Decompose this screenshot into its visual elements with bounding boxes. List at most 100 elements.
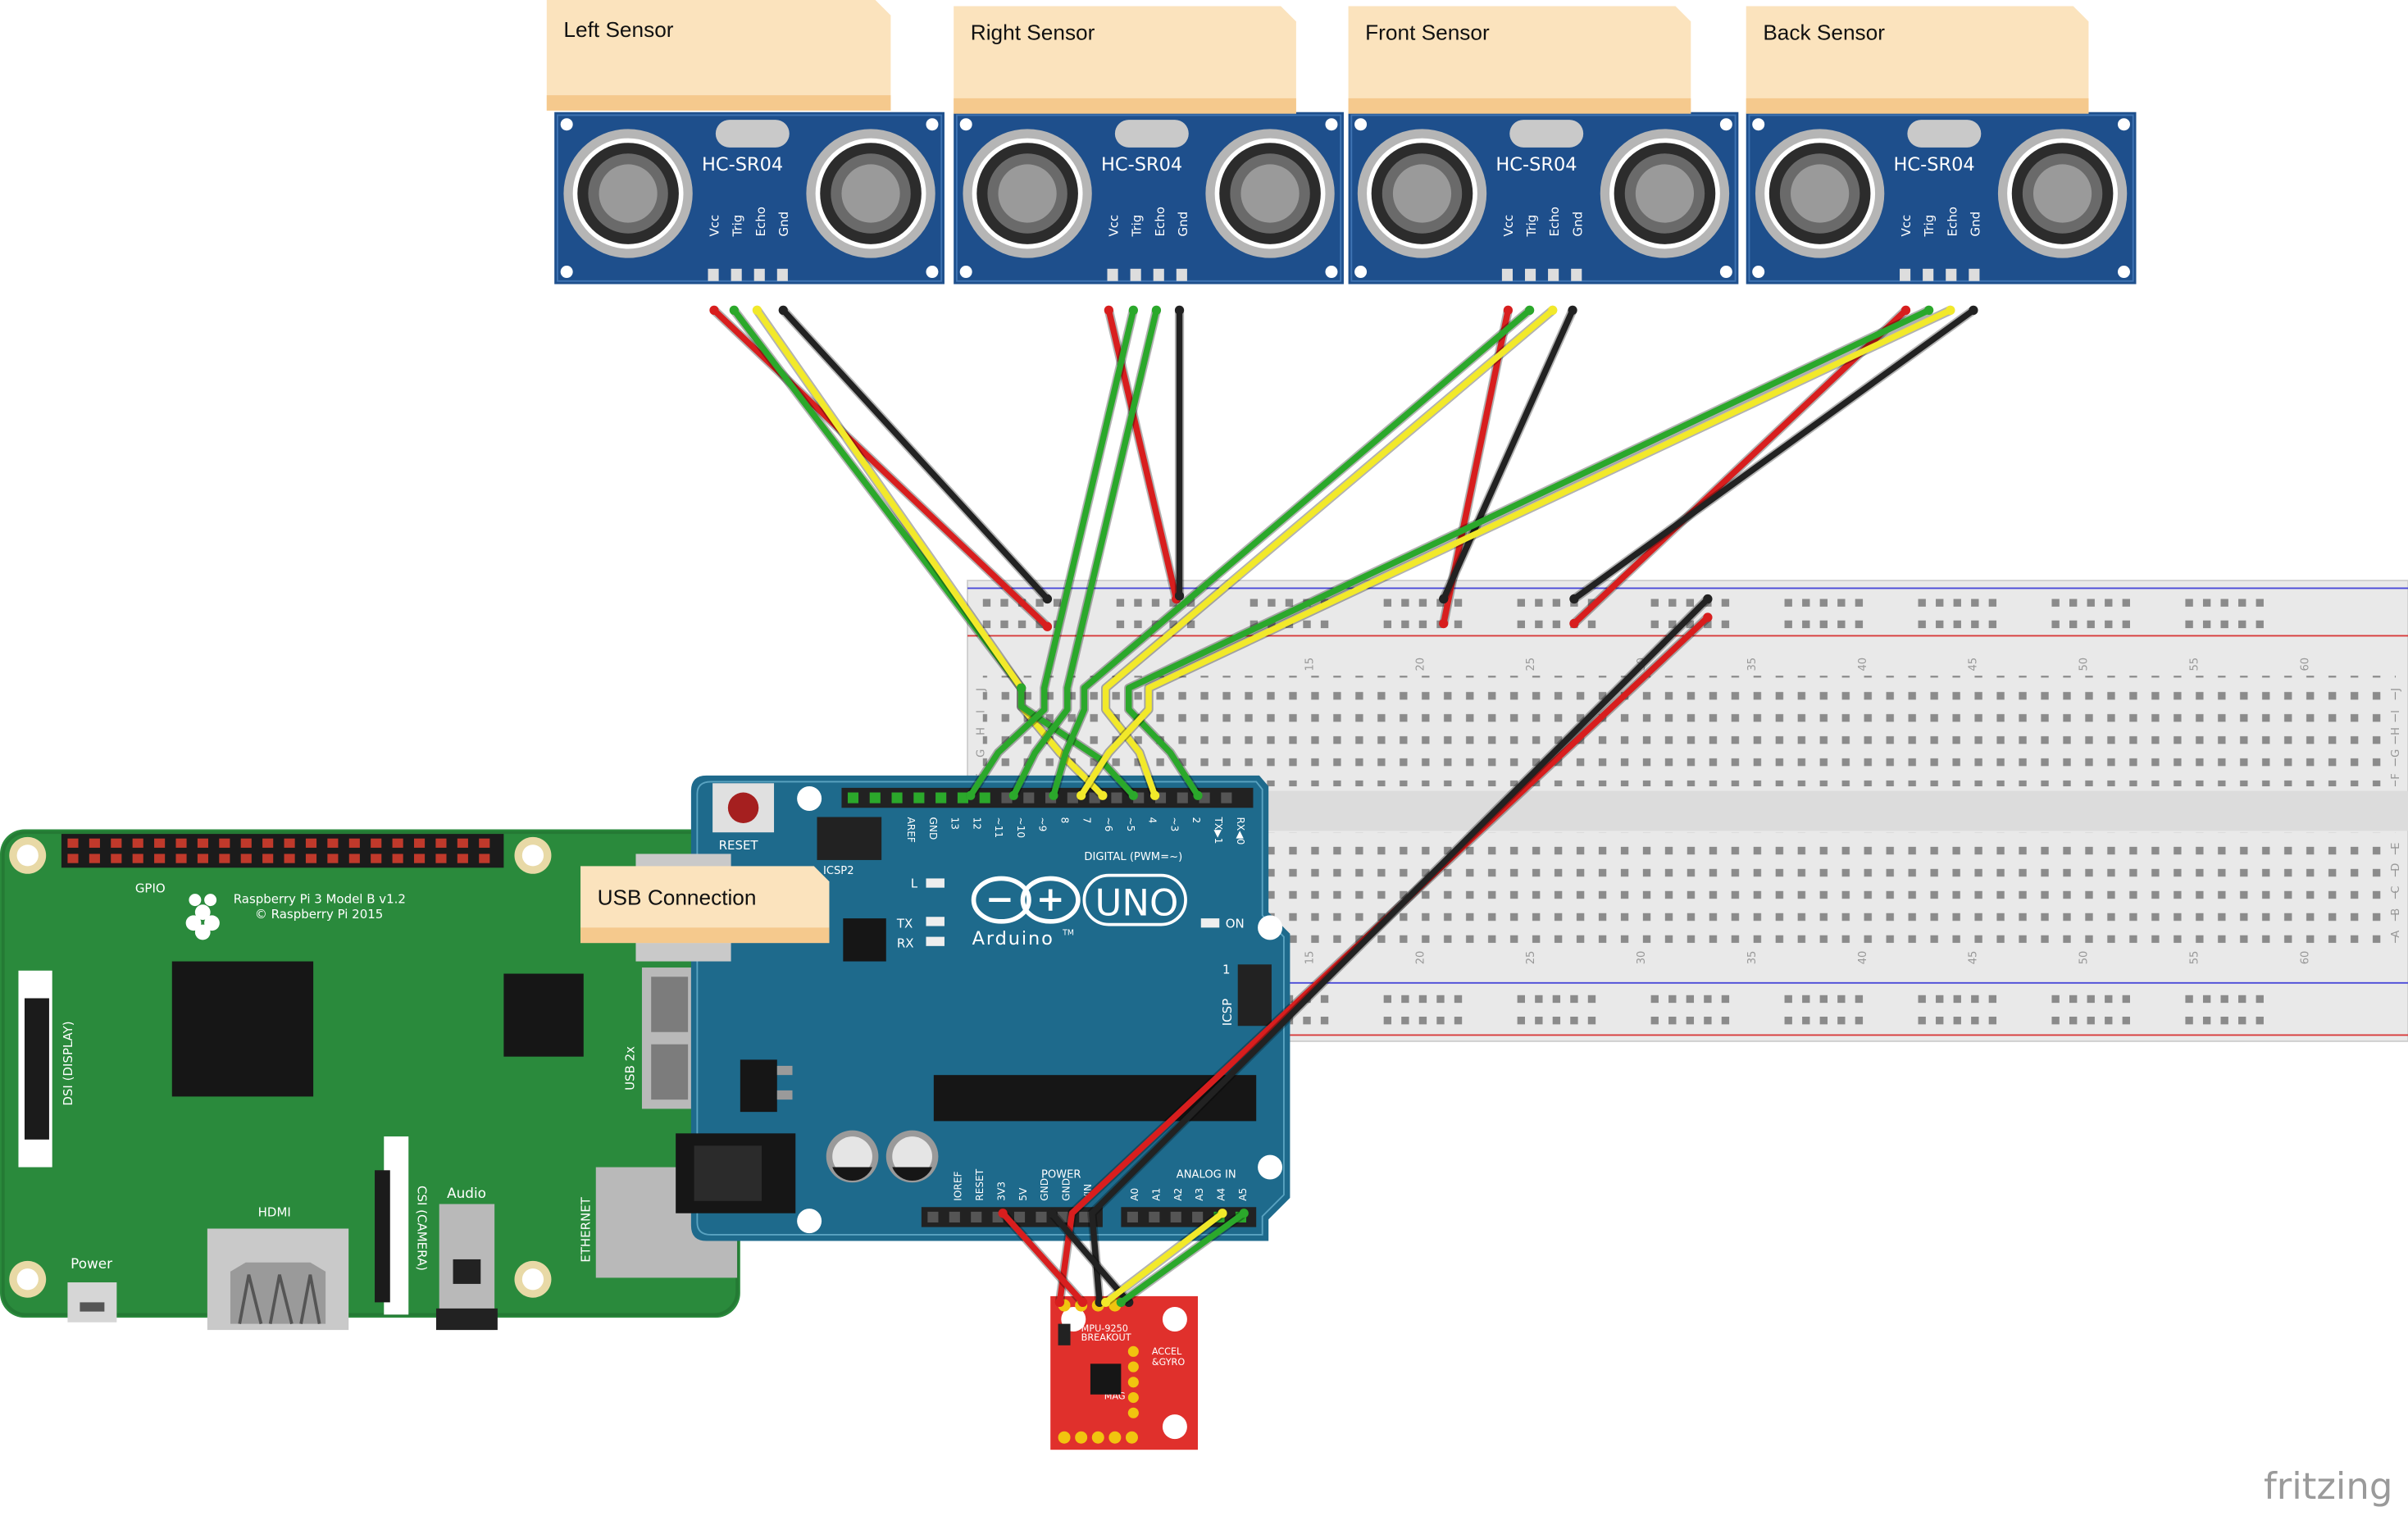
rail-hole <box>1320 995 1329 1004</box>
gpio-pin <box>219 854 230 863</box>
rail-hole <box>1587 620 1596 629</box>
wire-end <box>1548 305 1558 315</box>
wire-end <box>1524 305 1535 315</box>
rail-hole <box>1383 1016 1392 1025</box>
rail-hole <box>1250 599 1259 607</box>
header-pin <box>971 1211 982 1222</box>
digital-pin-label: 4 <box>1147 817 1158 823</box>
rail-hole <box>1650 995 1659 1004</box>
imu-pad <box>1127 1377 1139 1388</box>
digital-pin-label: 8 <box>1058 817 1070 823</box>
column-number: 40 <box>1857 658 1869 672</box>
header-pin <box>1036 1211 1047 1222</box>
power-pin-label: GND <box>1061 1178 1072 1201</box>
rail-hole <box>1668 620 1677 629</box>
rail-hole <box>1418 1016 1427 1025</box>
rail-hole <box>2256 620 2264 629</box>
imu-pad <box>1075 1431 1088 1444</box>
gpio-pin <box>67 838 79 848</box>
wire <box>1017 685 1137 799</box>
wire-end <box>729 305 739 315</box>
gpio-pin <box>284 854 295 863</box>
wire-end <box>1174 591 1185 601</box>
rail-hole <box>1285 599 1294 607</box>
rail-hole <box>1535 995 1543 1004</box>
sensor-pin-label: Vcc <box>1501 215 1516 237</box>
rail-hole <box>1303 1016 1311 1025</box>
rail-hole <box>1517 1016 1525 1025</box>
sensor-pin <box>1130 268 1141 281</box>
power-label: Power <box>71 1255 112 1272</box>
rail-hole <box>1570 995 1578 1004</box>
digital-header-pins <box>847 792 1232 804</box>
rail-hole <box>1535 620 1543 629</box>
analog-section-label: ANALOG IN <box>1177 1169 1236 1181</box>
rail-hole <box>1418 599 1427 607</box>
row-letter: I <box>976 710 988 713</box>
wire-end <box>1218 1209 1227 1218</box>
column-number: 45 <box>1968 658 1980 672</box>
icsp-label: ICSP <box>1220 999 1235 1026</box>
rail-hole <box>1250 620 1259 629</box>
wire <box>1077 307 1954 799</box>
rail-hole <box>1837 599 1846 607</box>
header-pin <box>979 792 990 804</box>
rail-hole <box>1802 995 1810 1004</box>
rail-hole <box>1686 599 1695 607</box>
analog-pin-label: A0 <box>1129 1188 1140 1201</box>
row-letter: J <box>2390 688 2402 692</box>
wire-end <box>752 305 762 315</box>
rail-hole <box>1953 995 1961 1004</box>
column-number: 20 <box>1414 951 1427 965</box>
pi-model-title: Raspberry Pi 3 Model B v1.2 <box>234 891 406 906</box>
rail-hole <box>1169 599 1177 607</box>
sensor-pin <box>776 268 788 281</box>
header-pin <box>1089 792 1100 804</box>
wire <box>967 307 1137 799</box>
wire-end <box>1569 594 1579 604</box>
icsp-pin1-label: 1 <box>1222 963 1231 977</box>
csi-label: CSI (CAMERA) <box>414 1186 429 1271</box>
header-pin <box>847 792 859 804</box>
rail-hole <box>2185 620 2193 629</box>
wire-end <box>1969 305 1978 315</box>
rail-hole <box>1837 1016 1846 1025</box>
note-usb-connection-text: USB Connection <box>598 885 757 909</box>
rail-hole <box>2087 1016 2095 1025</box>
rail-hole <box>2105 1016 2113 1025</box>
sensor-pin-label: Gnd <box>776 212 791 237</box>
rail-hole <box>1855 995 1864 1004</box>
rail-hole <box>1401 599 1409 607</box>
wire <box>1440 307 1576 603</box>
sensor-pin <box>1923 268 1934 281</box>
header-pin <box>927 1211 939 1222</box>
rx-label: RX <box>897 936 914 951</box>
rail-hole <box>1535 599 1543 607</box>
rail-hole <box>1855 620 1864 629</box>
rail-hole <box>1116 620 1125 629</box>
rail-hole <box>1721 1016 1730 1025</box>
rail-hole <box>2202 620 2211 629</box>
analog-pin-label: A1 <box>1150 1188 1162 1201</box>
rail-hole <box>1268 599 1276 607</box>
wire <box>999 1210 1086 1306</box>
note-front-sensor-text: Front Sensor <box>1365 20 1490 45</box>
rail-hole <box>1918 620 1926 629</box>
wire <box>731 307 1025 691</box>
rail-hole <box>1436 995 1445 1004</box>
gpio-pin <box>305 854 317 863</box>
wire-end <box>709 305 719 315</box>
wire-end <box>1077 790 1086 800</box>
gpio-pin <box>132 838 143 848</box>
rail-hole <box>982 620 991 629</box>
arduino-brand-label: Arduino <box>972 928 1054 949</box>
rail-hole <box>1116 599 1125 607</box>
column-number: 55 <box>2188 951 2201 965</box>
rail-hole <box>2051 1016 2060 1025</box>
note-left-sensor: Left Sensor <box>546 0 891 111</box>
wire-end <box>966 790 976 800</box>
gpio-pin <box>435 854 447 863</box>
rail-hole <box>1517 620 1525 629</box>
wire-end <box>1042 594 1053 604</box>
